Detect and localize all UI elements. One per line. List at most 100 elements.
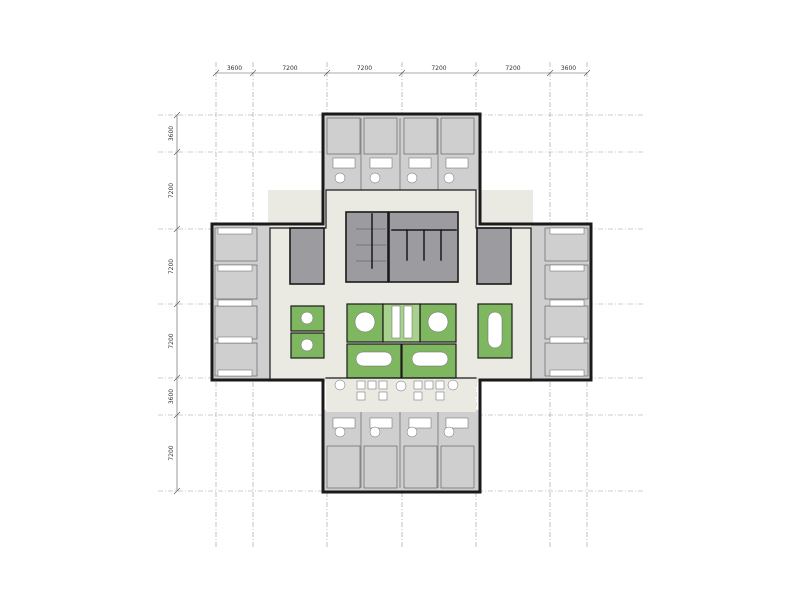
west-wing-offices — [214, 227, 258, 377]
desk — [408, 417, 432, 429]
dim-tick — [249, 69, 257, 77]
desk — [217, 264, 253, 272]
desk — [445, 157, 469, 169]
dim-tick — [173, 411, 181, 419]
dim-left-5: 7200 — [168, 445, 175, 460]
office-cell — [326, 445, 361, 489]
chair — [406, 172, 418, 184]
dim-tick — [173, 148, 181, 156]
dimension-left: 3600 7200 7200 7200 3600 7200 — [168, 111, 181, 495]
meeting-room-c3 — [382, 303, 421, 343]
exterior-walls — [210, 112, 593, 494]
stair-west — [289, 227, 325, 285]
core-left — [345, 211, 389, 283]
dim-top-4: 7200 — [505, 65, 520, 72]
meeting-rooms — [290, 303, 513, 379]
dim-ticks-left — [173, 111, 181, 495]
desk — [332, 157, 356, 169]
desk — [391, 305, 401, 339]
dim-tick — [173, 300, 181, 308]
office-cell — [363, 445, 398, 489]
north-wing-offices — [326, 117, 475, 190]
office-cell — [403, 117, 438, 155]
dim-tick — [173, 487, 181, 495]
office-cell — [403, 445, 438, 489]
desk — [217, 336, 253, 344]
desk — [217, 299, 253, 307]
lounge-chair — [435, 380, 445, 390]
chair — [369, 426, 381, 438]
round-table — [300, 311, 314, 325]
office-cell — [363, 117, 398, 155]
desk — [549, 227, 585, 235]
conference-table — [487, 311, 503, 349]
dim-left-4: 3600 — [168, 389, 175, 404]
lounge-chair — [356, 380, 366, 390]
desk — [549, 299, 585, 307]
dim-top-3: 7200 — [431, 65, 446, 72]
desk — [403, 305, 413, 339]
office-cell — [326, 117, 361, 155]
plant-icon — [395, 380, 407, 392]
desk — [549, 369, 585, 377]
dim-left-3: 7200 — [168, 333, 175, 348]
dimension-top: 3600 7200 7200 7200 7200 3600 — [212, 65, 591, 77]
desk — [217, 227, 253, 235]
chair — [443, 172, 455, 184]
conference-table — [355, 351, 393, 367]
desk — [332, 417, 356, 429]
office-cell — [440, 445, 475, 489]
conference-table — [411, 351, 449, 367]
dim-top-1: 7200 — [282, 65, 297, 72]
lounge-chair — [435, 391, 445, 401]
stair-east — [476, 227, 512, 285]
lounge-chair — [378, 380, 388, 390]
interior-wall — [269, 189, 532, 381]
dim-left-2: 7200 — [168, 259, 175, 274]
floor-slab — [212, 114, 591, 492]
dim-top-0: 3600 — [227, 65, 242, 72]
meeting-room-e1 — [477, 303, 513, 359]
dim-tick — [173, 111, 181, 119]
lounge-chair — [424, 380, 434, 390]
exterior-wall — [210, 112, 593, 494]
plant-icon — [447, 379, 459, 391]
dim-tick — [173, 374, 181, 382]
dim-tick — [398, 69, 406, 77]
dim-top-2: 7200 — [357, 65, 372, 72]
dim-tick — [173, 225, 181, 233]
lounge-chair — [367, 380, 377, 390]
round-table — [354, 311, 376, 333]
lounge-chair — [413, 391, 423, 401]
dim-tick — [546, 69, 554, 77]
desk — [408, 157, 432, 169]
chair — [443, 426, 455, 438]
dim-tick — [583, 69, 591, 77]
dim-left-0: 3600 — [168, 126, 175, 141]
office-cell — [440, 117, 475, 155]
lobby-furniture — [334, 379, 459, 401]
dim-ticks-top — [212, 69, 591, 77]
plant-icon — [334, 379, 346, 391]
desk — [549, 336, 585, 344]
desk — [369, 417, 393, 429]
dim-tick — [472, 69, 480, 77]
chair — [406, 426, 418, 438]
east-wing-offices — [544, 227, 589, 377]
desk — [369, 157, 393, 169]
desk — [549, 264, 585, 272]
lounge-chair — [378, 391, 388, 401]
dim-left-1: 7200 — [168, 183, 175, 198]
chair — [369, 172, 381, 184]
lounge-chair — [413, 380, 423, 390]
dim-tick — [212, 69, 220, 77]
chair — [334, 426, 346, 438]
building-core — [289, 211, 512, 285]
round-table — [300, 338, 314, 352]
desk — [217, 369, 253, 377]
dim-tick — [323, 69, 331, 77]
dim-top-5: 3600 — [561, 65, 576, 72]
desk — [445, 417, 469, 429]
round-table — [427, 311, 449, 333]
